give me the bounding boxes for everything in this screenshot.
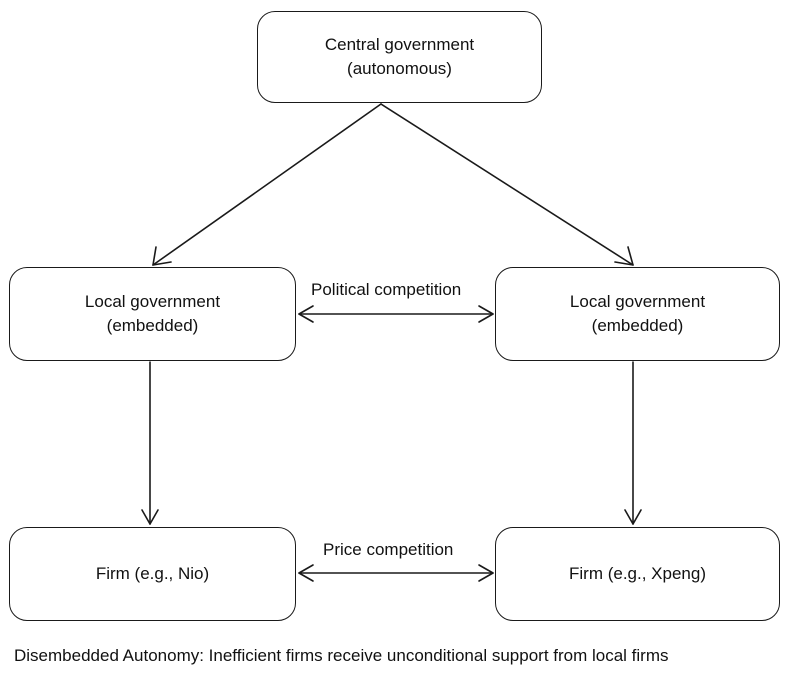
local-government-left-node: Local government (embedded) — [9, 267, 296, 361]
arrowhead-central-to-local-right — [614, 246, 634, 266]
diagram-caption: Disembedded Autonomy: Inefficient firms … — [14, 646, 669, 665]
arrowhead-local-left-to-firm-left — [141, 509, 159, 525]
price-competition-label: Price competition — [323, 540, 454, 560]
arrowhead-central-to-local-left — [152, 246, 172, 266]
arrow-central-to-local-right — [380, 103, 634, 266]
firm-left-label: Firm (e.g., Nio) — [95, 564, 210, 583]
local-government-right-node: Local government (embedded) — [495, 267, 780, 361]
firm-right-node: Firm (e.g., Xpeng) — [495, 527, 780, 621]
local-government-left-sublabel: (embedded) — [106, 316, 199, 335]
arrow-central-to-local-left — [152, 103, 382, 266]
arrowhead-price-right — [478, 564, 494, 582]
firm-left-node: Firm (e.g., Nio) — [9, 527, 296, 621]
arrowhead-political-left — [298, 305, 314, 323]
arrowhead-price-left — [298, 564, 314, 582]
arrowhead-political-right — [478, 305, 494, 323]
local-government-right-sublabel: (embedded) — [591, 316, 684, 335]
central-government-sublabel: (autonomous) — [347, 59, 452, 78]
central-government-label: Central government — [324, 35, 475, 54]
local-government-left-label: Local government — [84, 292, 221, 311]
firm-right-label: Firm (e.g., Xpeng) — [569, 564, 706, 583]
central-government-node: Central government (autonomous) — [257, 11, 542, 103]
local-government-right-label: Local government — [569, 292, 706, 311]
arrowhead-local-right-to-firm-right — [624, 509, 642, 525]
political-competition-label: Political competition — [311, 280, 462, 300]
